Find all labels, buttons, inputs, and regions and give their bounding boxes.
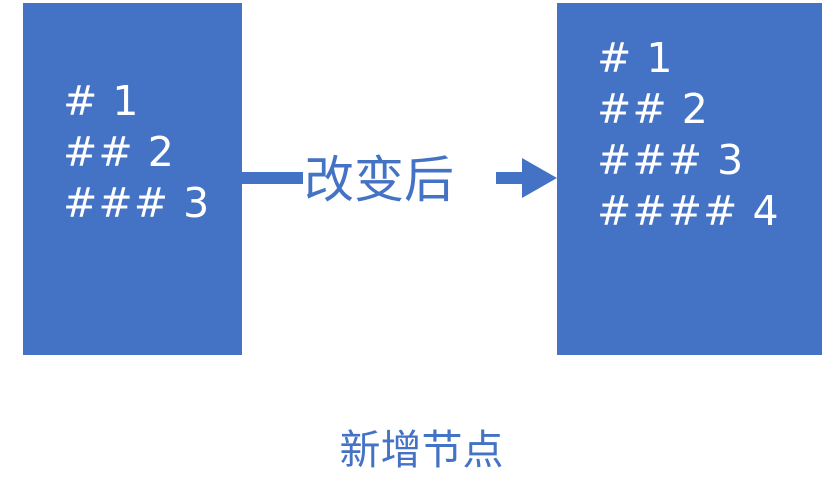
after-line-4: #### 4 [597, 187, 780, 235]
arrow-label: 改变后 [304, 151, 454, 209]
before-box: # 1 ## 2 ### 3 [23, 3, 242, 355]
before-line-3: ### 3 [63, 179, 211, 227]
before-line-1: # 1 [63, 77, 140, 125]
after-line-3: ### 3 [597, 136, 745, 184]
arrow-shaft-left [241, 172, 303, 184]
after-line-1: # 1 [597, 34, 674, 82]
after-box: # 1 ## 2 ### 3 #### 4 [557, 3, 822, 355]
before-line-2: ## 2 [63, 128, 175, 176]
arrow-shaft-right [496, 172, 524, 184]
after-line-2: ## 2 [597, 85, 709, 133]
arrow-head [522, 158, 557, 198]
diagram-caption: 新增节点 [339, 426, 504, 474]
